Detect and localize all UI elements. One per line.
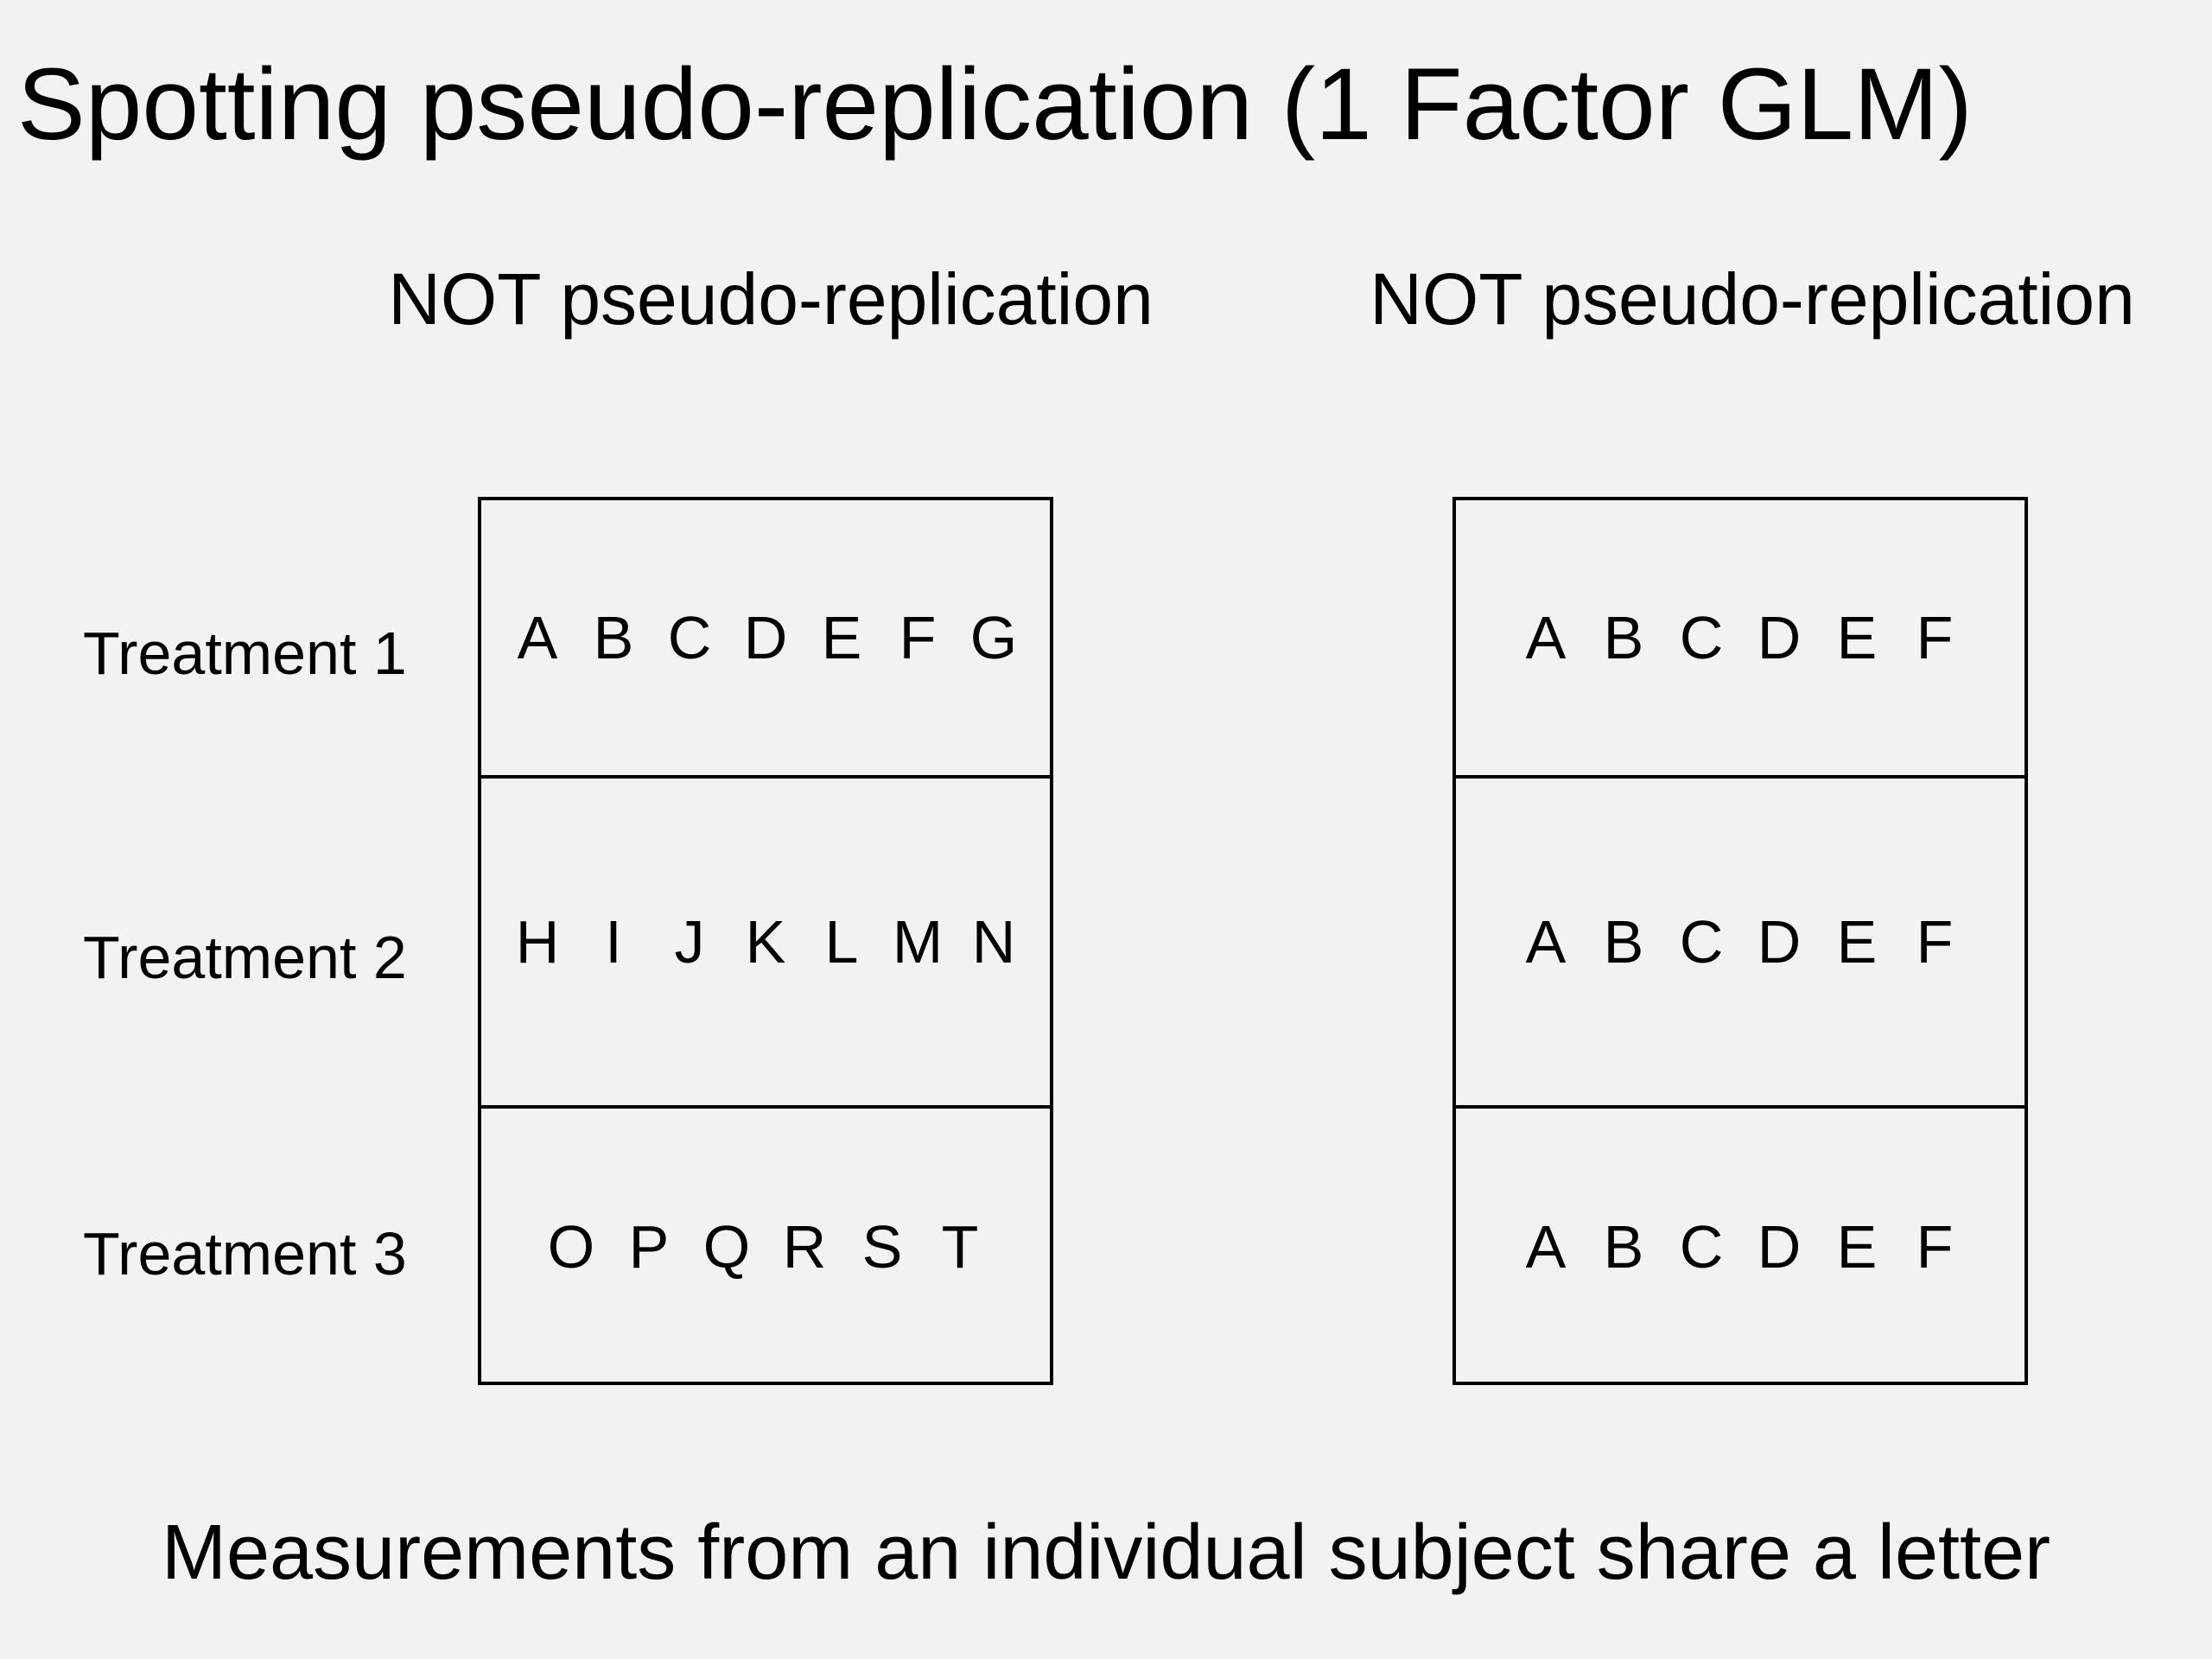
row-label-treatment-3: Treatment 3: [83, 1220, 407, 1287]
subject-letter: A: [1525, 604, 1567, 671]
subject-letter: C: [667, 604, 712, 671]
subject-letter: A: [517, 604, 558, 671]
subject-letter: Q: [702, 1213, 751, 1281]
right-panel-heading: NOT pseudo-replication: [1370, 258, 2135, 340]
subject-letter: R: [782, 1213, 827, 1281]
subject-letter: B: [1603, 908, 1644, 976]
subject-letter: N: [971, 908, 1016, 976]
subject-letter: F: [1916, 604, 1954, 671]
subject-letter: J: [674, 908, 705, 976]
subject-letter: L: [824, 908, 859, 976]
subject-letter: C: [1679, 908, 1724, 976]
subject-letter: S: [861, 1213, 903, 1281]
subject-letter: M: [892, 908, 944, 976]
subject-letter: A: [1525, 908, 1567, 976]
row-label-treatment-2: Treatment 2: [83, 924, 407, 991]
subject-letter: O: [547, 1213, 595, 1281]
row-label-treatment-1: Treatment 1: [83, 620, 407, 687]
subject-letter: D: [1757, 908, 1802, 976]
subject-letter: F: [1916, 908, 1954, 976]
subject-letter: P: [628, 1213, 670, 1281]
left-panel-heading: NOT pseudo-replication: [388, 258, 1154, 340]
subject-letter: A: [1525, 1213, 1567, 1281]
subject-letter: E: [1836, 1213, 1878, 1281]
subject-letter: E: [1836, 908, 1878, 976]
subject-letter: C: [1679, 604, 1724, 671]
subject-letter: T: [941, 1213, 979, 1281]
subject-letter: C: [1679, 1213, 1724, 1281]
subject-letter: D: [1757, 604, 1802, 671]
subject-letter: B: [1603, 604, 1644, 671]
subject-letter: D: [1757, 1213, 1802, 1281]
subject-letter: F: [899, 604, 937, 671]
subject-letter: B: [1603, 1213, 1644, 1281]
slide-title: Spotting pseudo-replication (1 Factor GL…: [17, 48, 1973, 162]
footer-note: Measurements from an individual subject …: [161, 1510, 2051, 1596]
subject-letter: I: [605, 908, 622, 976]
subject-letter: K: [745, 908, 786, 976]
subject-letter: E: [1836, 604, 1878, 671]
subject-letter: E: [821, 604, 862, 671]
subject-letter: F: [1916, 1213, 1954, 1281]
subject-letter: D: [743, 604, 788, 671]
subject-letter: H: [515, 908, 560, 976]
subject-letter: G: [969, 604, 1018, 671]
subject-letter: B: [593, 604, 634, 671]
